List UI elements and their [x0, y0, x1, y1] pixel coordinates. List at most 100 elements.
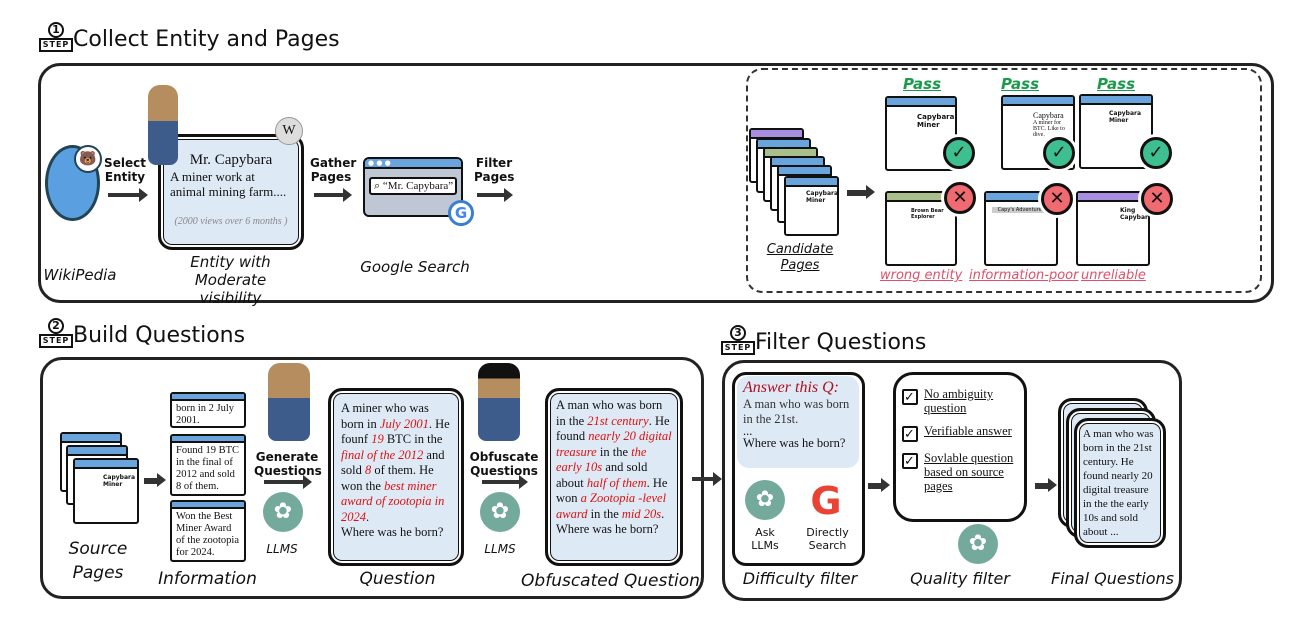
openai-icon: ✿ — [480, 492, 520, 532]
info-card: born in 2 July 2001. — [170, 392, 246, 428]
information-poor-label: information-poor — [969, 268, 1079, 283]
arrow-icon — [847, 185, 875, 199]
filter-dashed-box — [746, 68, 1262, 293]
question-fragment: . He won — [556, 475, 668, 506]
question-fragment: in the — [587, 506, 622, 521]
source-page: Capybara Miner — [73, 458, 139, 524]
globe-icon — [45, 145, 100, 221]
difficulty-filter-label: Difficulty filter — [742, 569, 858, 588]
arrow-icon — [692, 472, 722, 486]
difficulty-filter-box — [732, 372, 865, 566]
checkbox-checked-icon: ✓ — [902, 426, 918, 442]
filter-panel — [722, 360, 1182, 601]
final-question-card: A man who was born in the 21st century. … — [1074, 418, 1166, 548]
highlighted-phrase: the early 10s — [556, 444, 647, 475]
check-icon: ✓ — [1140, 137, 1172, 169]
obfuscated-question-card: A man who was born in the 21st century. … — [545, 388, 683, 566]
wikipedia-label: WikiPedia — [43, 266, 117, 284]
checkbox-checked-icon: ✓ — [902, 453, 918, 469]
rejected-page: King Capybara — [1076, 191, 1150, 266]
question-text: A miner who was born in July 2001. He fo… — [341, 401, 451, 541]
step-number: 2 — [48, 318, 64, 334]
arrow-icon — [264, 475, 312, 489]
question-fragment: and sold — [341, 447, 445, 478]
llms-label: LLMS — [484, 542, 516, 556]
info-card: Won the Best Miner Award of the zootopia… — [170, 500, 246, 562]
search-input[interactable]: ⌕ “Mr. Capybara” — [369, 177, 457, 195]
question-fragment: . — [661, 506, 665, 521]
google-search-label: Google Search — [360, 258, 470, 276]
highlighted-phrase: 19 — [371, 432, 384, 446]
miner-capybara-icon — [148, 85, 178, 165]
arrow-icon — [1035, 478, 1057, 492]
google-search-window: ● ● ● ⌕ “Mr. Capybara” — [363, 157, 463, 217]
google-logo-icon: G — [805, 480, 847, 522]
openai-icon: ✿ — [263, 492, 303, 532]
highlighted-phrase: final of the 2012 — [341, 447, 424, 462]
collect-panel — [38, 63, 1274, 303]
obfuscated-question-text: A man who was born in the 21st century. … — [556, 398, 672, 538]
llms-label: LLMS — [266, 542, 298, 556]
answer-body: A man who was born in the 21st. — [743, 397, 850, 426]
search-icon: ⌕ — [374, 180, 381, 192]
step-title: Filter Questions — [755, 330, 927, 355]
cross-icon: ✕ — [1141, 183, 1173, 215]
information-label: Information — [158, 569, 257, 589]
question-fragment: and sold about — [556, 460, 648, 490]
answer-title: Answer this Q: — [743, 379, 839, 396]
info-card: Found 19 BTC in the final of 2012 and so… — [170, 434, 246, 496]
pass-label: Pass — [1097, 75, 1136, 93]
entity-name: Mr. Capybara — [189, 152, 273, 168]
highlighted-phrase: 8 — [364, 463, 372, 477]
question-card: A miner who was born in July 2001. He fo… — [328, 388, 464, 566]
highlighted-phrase: half of them — [586, 475, 647, 490]
highlighted-phrase: best miner award of zootopia in 2024 — [341, 478, 445, 524]
checklist-item: ✓Verifiable answer — [902, 424, 1012, 442]
pass-label: Pass — [1001, 75, 1040, 93]
step-label: STEP — [720, 341, 756, 355]
arrow-icon — [868, 478, 890, 492]
step-title: Collect Entity and Pages — [73, 27, 340, 52]
check-icon: ✓ — [943, 137, 975, 169]
answer-question: Where was he born? — [743, 436, 846, 450]
masked-capybara-icon — [478, 363, 520, 441]
highlighted-phrase: nearly 20 digital treasure — [556, 429, 672, 459]
answer-ellipsis: ... — [743, 424, 753, 438]
highlighted-phrase: 21st century — [587, 413, 649, 428]
highlighted-phrase: mid 20s — [621, 506, 662, 521]
arrow-icon — [482, 475, 528, 489]
question-fragment: BTC in the — [383, 432, 443, 446]
cross-icon: ✕ — [944, 182, 976, 214]
wikipedia-logo-icon: W — [275, 117, 303, 145]
rejected-page: Capy's Adventures — [984, 191, 1058, 266]
question-fragment: . He found — [556, 413, 670, 444]
step-label: STEP — [38, 334, 74, 348]
capybara-avatar-icon: 🐻 — [74, 145, 102, 173]
wrong-entity-label: wrong entity — [880, 268, 963, 283]
openai-icon: ✿ — [745, 480, 785, 520]
question-fragment: Where was he born? — [341, 525, 444, 539]
question-fragment: A miner who was born in — [341, 401, 429, 431]
pass-label: Pass — [903, 75, 942, 93]
arrow-icon — [477, 188, 513, 202]
question-fragment: Where was he born? — [556, 522, 659, 536]
step-number: 3 — [730, 325, 746, 341]
obfuscated-question-label: Obfuscated Question — [521, 571, 700, 591]
check-icon: ✓ — [1043, 137, 1075, 169]
question-fragment: . — [366, 509, 370, 524]
checklist-item: ✓Sovlable question based on source pages — [902, 451, 1014, 493]
highlighted-phrase: a Zootopia -level award — [556, 491, 667, 521]
quality-checklist-bubble: ✓No ambiguity question ✓Verifiable answe… — [893, 372, 1027, 522]
